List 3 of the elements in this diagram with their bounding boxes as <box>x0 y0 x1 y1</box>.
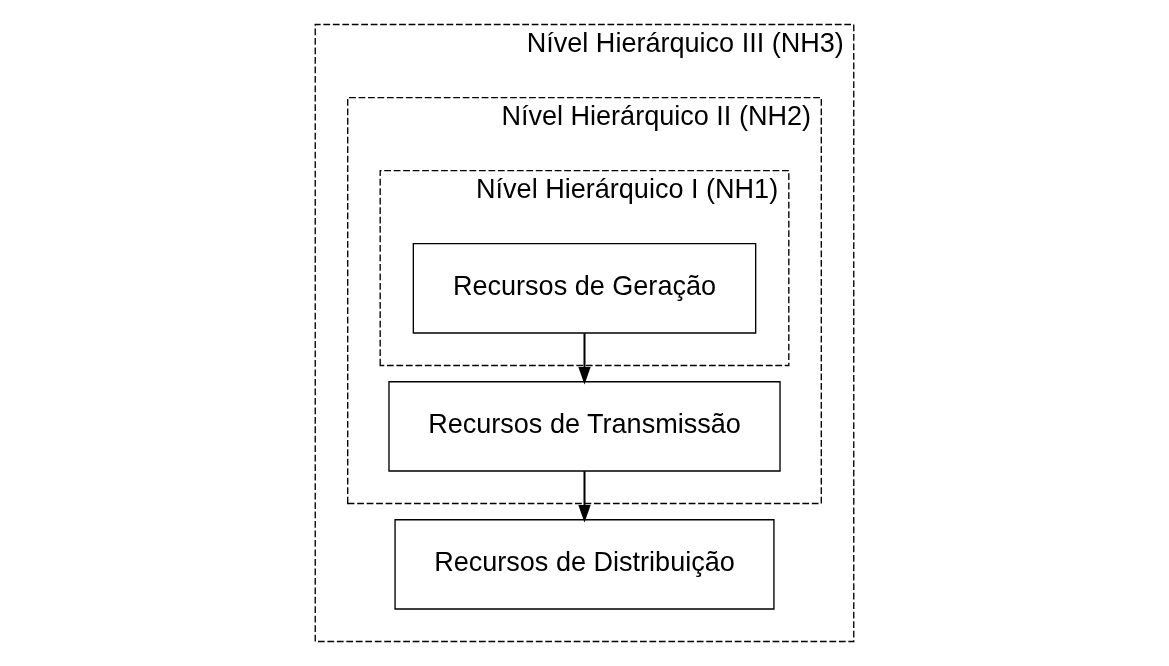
node-label: Nível Hierárquico I (NH1) <box>476 173 779 204</box>
node-label: Nível Hierárquico III (NH3) <box>526 27 844 58</box>
node-label: Nível Hierárquico II (NH2) <box>501 100 812 131</box>
